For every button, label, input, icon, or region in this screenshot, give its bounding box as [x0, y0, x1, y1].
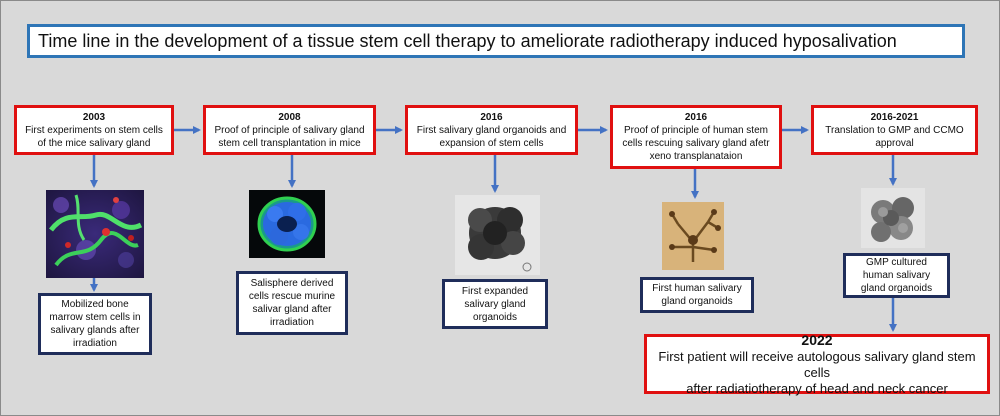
milestone-text: Translation to GMP and CCMO: [825, 124, 964, 136]
milestone-text: approval: [875, 137, 914, 149]
caption-text: human salivary: [862, 270, 931, 281]
milestone-year: 2003: [82, 111, 106, 123]
milestone-text: of the mice salivary gland: [37, 137, 151, 149]
milestone-text: First experiments on stem cells: [25, 124, 163, 136]
caption-text: gland organoids: [860, 283, 933, 294]
milestone-text: First salivary gland organoids and: [416, 124, 567, 136]
diagram-title: Time line in the development of a tissue…: [27, 24, 965, 58]
milestone-2003: 2003 First experiments on stem cells of …: [14, 105, 174, 155]
milestone-2016-human: 2016 Proof of principle of human stem ce…: [610, 105, 782, 169]
caption-text: marrow stem cells in: [49, 312, 141, 323]
caption-text: irradiation: [270, 317, 314, 328]
milestone-year: 2016: [684, 112, 708, 123]
milestone-year: 2008: [278, 111, 301, 123]
caption-bone-marrow: Mobilized bone marrow stem cells in sali…: [38, 293, 152, 355]
caption-text: Mobilized bone: [61, 299, 129, 310]
milestone-text: stem cell transplantation in mice: [218, 137, 361, 149]
caption-human-organoids: First human salivary gland organoids: [640, 277, 754, 313]
caption-text: salivar gland after: [252, 304, 332, 315]
caption-text: First expanded: [461, 285, 529, 297]
caption-text: salivary glands after: [50, 325, 140, 336]
milestone-2008: 2008 Proof of principle of salivary glan…: [203, 105, 376, 155]
caption-salisphere: Salisphere derived cells rescue murine s…: [236, 271, 348, 335]
milestone-2022: 2022 First patient will receive autologo…: [644, 332, 990, 396]
fluorescent-tissue-micrograph: [46, 190, 144, 278]
milestone-text: Proof of principle of human stem: [624, 125, 768, 136]
caption-text: cells rescue murine: [248, 291, 336, 302]
caption-text: Salisphere derived: [250, 278, 334, 289]
milestone-year: 2016-2021: [870, 111, 919, 123]
milestone-text: xeno transplanataion: [649, 151, 743, 162]
caption-text: First human salivary: [652, 283, 742, 294]
final-text: after radiatiotherapy of head and neck c…: [686, 381, 948, 396]
caption-text: organoids: [473, 311, 517, 323]
caption-expanded-organoids: First expanded salivary gland organoids: [442, 279, 548, 329]
milestone-text: expansion of stem cells: [439, 137, 544, 149]
salisphere-micrograph: [249, 190, 325, 258]
milestone-text: Proof of principle of salivary gland: [214, 124, 365, 136]
caption-text: irradiation: [73, 338, 117, 349]
gmp-organoid-micrograph: [861, 188, 925, 248]
caption-text: gland organoids: [661, 296, 733, 307]
caption-text: GMP cultured: [866, 257, 927, 268]
caption-text: salivary gland: [464, 298, 526, 310]
human-organoid-micrograph: [662, 202, 724, 270]
caption-gmp-organoids: GMP cultured human salivary gland organo…: [843, 253, 950, 298]
milestone-text: cells rescuing salivary gland afetr: [622, 138, 770, 149]
milestone-2016-organoids: 2016 First salivary gland organoids and …: [405, 105, 578, 155]
organoid-micrograph: [455, 195, 540, 275]
milestone-2016-2021: 2016-2021 Translation to GMP and CCMO ap…: [811, 105, 978, 155]
milestone-year: 2016: [480, 111, 503, 123]
final-year: 2022: [801, 332, 833, 348]
final-text: First patient will receive autologous sa…: [658, 349, 976, 380]
